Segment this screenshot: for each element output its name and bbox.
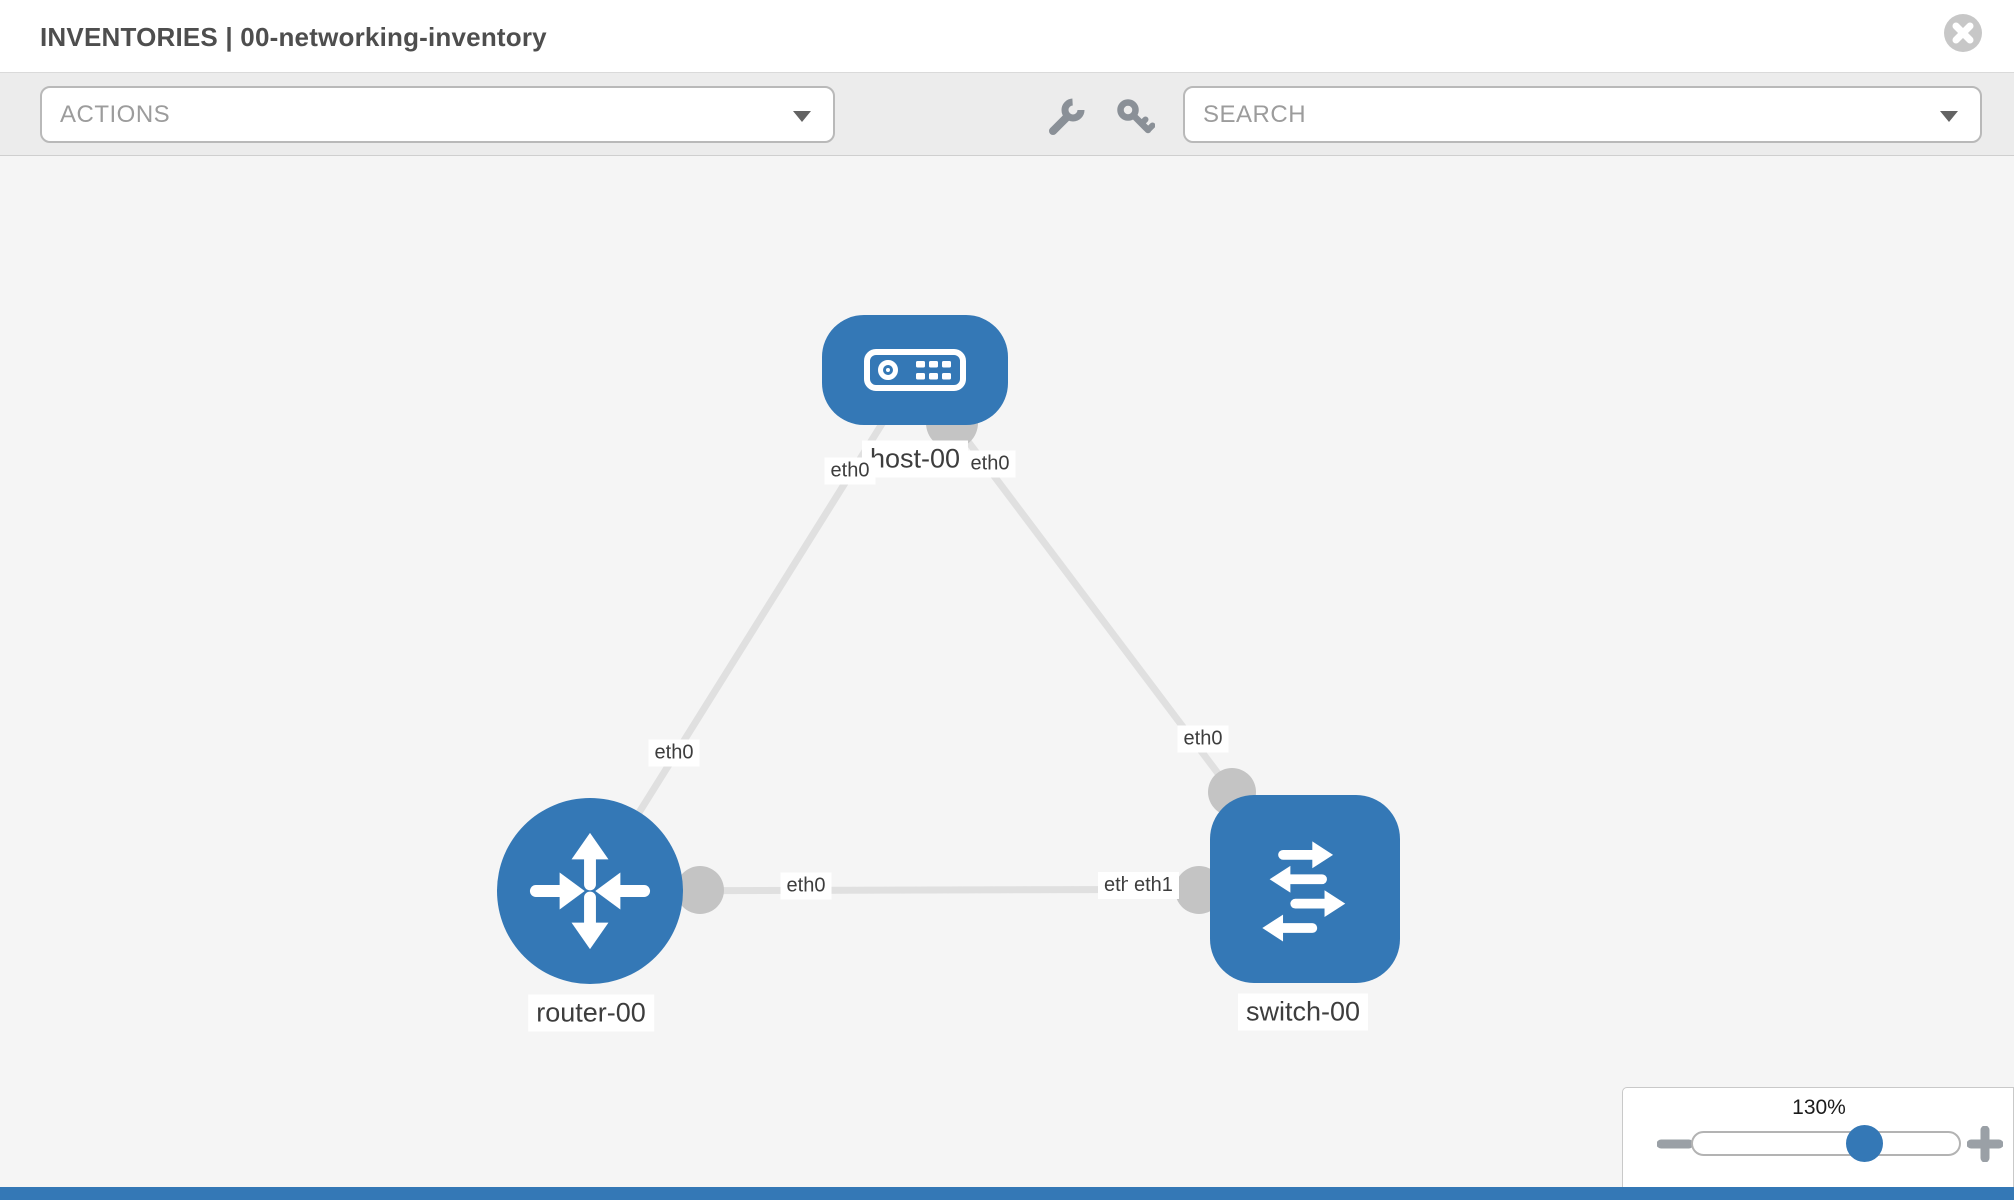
iface-label-host-router-at-router: eth0	[648, 739, 700, 767]
node-router[interactable]	[497, 798, 683, 984]
bottom-accent-bar	[0, 1187, 2014, 1200]
header: INVENTORIES | 00-networking-inventory	[0, 0, 2014, 72]
actions-dropdown[interactable]: ACTIONS	[40, 86, 835, 143]
iface-label-router-switch-at-router: eth0	[780, 872, 832, 900]
credentials-button[interactable]	[1115, 97, 1156, 137]
node-label-router: router-00	[528, 994, 654, 1032]
topology-canvas[interactable]: host-00 router-00 switch-00 eth0 eth0 et…	[0, 156, 2014, 1200]
key-icon	[1117, 99, 1156, 134]
zoom-panel: 130%	[1622, 1087, 2014, 1200]
router-icon	[529, 832, 651, 950]
host-icon	[864, 349, 966, 391]
iface-label-host-router-at-host: eth0	[824, 457, 876, 485]
plus-icon	[1966, 1125, 2004, 1163]
page-title: INVENTORIES | 00-networking-inventory	[40, 22, 547, 52]
close-button[interactable]	[1944, 14, 1982, 52]
toolbar: ACTIONS SEARCH	[0, 72, 2014, 156]
tools-button[interactable]	[1046, 97, 1086, 137]
chevron-down-icon	[793, 111, 811, 122]
node-host[interactable]	[822, 315, 1008, 425]
node-label-host: host-00	[861, 440, 969, 478]
search-dropdown[interactable]: SEARCH	[1183, 86, 1982, 143]
zoom-out-button[interactable]	[1656, 1126, 1694, 1162]
zoom-level-value: 130%	[1792, 1096, 1846, 1119]
wrench-icon	[1049, 98, 1085, 135]
node-switch[interactable]	[1210, 795, 1400, 983]
zoom-in-button[interactable]	[1966, 1125, 2004, 1163]
chevron-down-icon	[1940, 111, 1958, 122]
iface-label-host-switch-at-switch: eth0	[1177, 725, 1229, 753]
iface-label-router-switch-at-switch-eth1: eth1	[1128, 872, 1179, 899]
interface-connector-router[interactable]	[676, 866, 724, 914]
zoom-slider-thumb[interactable]	[1846, 1125, 1883, 1162]
close-icon	[1952, 22, 1974, 44]
zoom-slider-track[interactable]	[1691, 1131, 1961, 1156]
switch-icon	[1262, 841, 1346, 942]
minus-icon	[1656, 1139, 1694, 1149]
node-label-switch: switch-00	[1237, 993, 1369, 1031]
actions-dropdown-label: ACTIONS	[60, 101, 171, 128]
links-layer	[587, 368, 1308, 895]
search-dropdown-label: SEARCH	[1203, 101, 1307, 128]
iface-label-host-switch-at-host: eth0	[964, 450, 1016, 478]
